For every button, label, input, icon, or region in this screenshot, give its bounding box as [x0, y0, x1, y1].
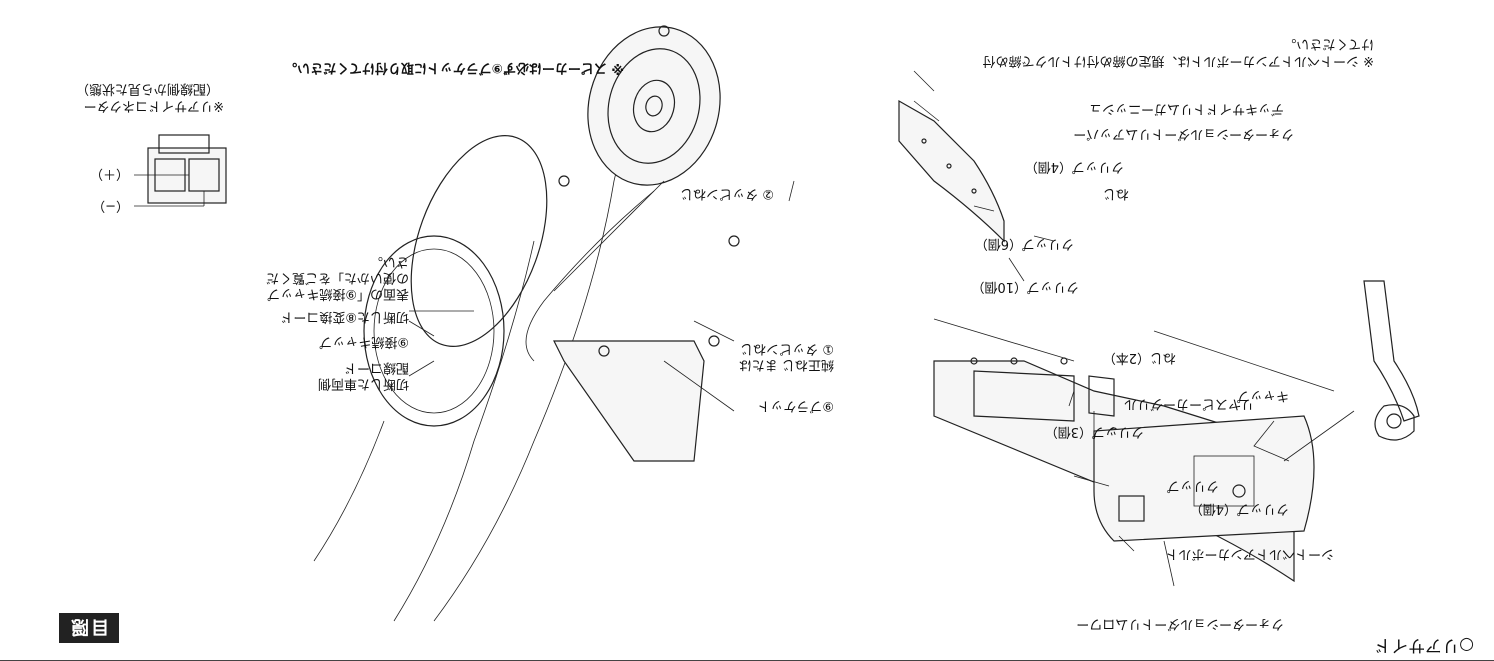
label-clip-4-upper: クリップ（4個）: [1024, 159, 1124, 174]
label-screw: ねじ: [1102, 186, 1129, 201]
label-rear-speaker-grille: リヤスピーカーグリル: [1123, 396, 1254, 411]
label-cut-conversion-cord: 切断した⑧変換コード: [280, 309, 409, 324]
label-clip-6: クリップ（6個）: [974, 236, 1074, 251]
connector-caption: （配線側から見た状態）: [75, 81, 219, 96]
label-screw-1: ① タッピンねじ: [740, 341, 834, 356]
label-clip-10: クリップ（10個）: [971, 279, 1079, 294]
label-screw-1-alt: 純正ねじ または: [738, 357, 834, 372]
label-screw-2-tapping: ② タッピンねじ: [680, 186, 774, 201]
instruction-line-2: の使いかた」をご覧くだ: [265, 270, 409, 285]
label-bracket: ⑨ブラケット: [757, 398, 834, 413]
label-seat-belt-bolt: シートベルトアンカーボルト: [1165, 546, 1334, 561]
label-clip-4-lower: クリップ（4個）: [1189, 501, 1289, 516]
label-quarter-trim-upper: クォーターショルダートリムアッパー: [1073, 126, 1294, 141]
connector-title: ※リアサイドコネクター: [83, 98, 224, 113]
connector-minus: （−）: [92, 198, 129, 213]
label-cut-vehicle-harness-b: 配線コード: [343, 360, 409, 375]
label-quarter-trim-lower: クォーターショルダートリムロワー: [1076, 616, 1284, 631]
speaker-note: ※ スピーカーは必ず⑨ブラケットに取り付けてください。: [284, 60, 624, 75]
label-cut-vehicle-harness-a: 切断した車両側: [317, 376, 409, 391]
label-clip: クリップ: [1166, 478, 1219, 493]
seat-belt-note: ※ シートベルトアンカーボルトは、規定の締め付けトルクで締め付けてください。: [982, 36, 1374, 68]
label-deck-trim: デッキサイドトリムガーニッシュ: [1088, 101, 1284, 116]
label-clip-3: クリップ（3個）: [1044, 424, 1144, 439]
instruction-line-3: さい。: [369, 254, 409, 269]
page-badge: 目隠: [59, 613, 119, 643]
instruction-line-1: 表面の「⑨接続キャップ: [267, 286, 409, 301]
connector-plus: （＋）: [89, 166, 129, 181]
label-screw-2: ねじ（2本）: [1102, 350, 1176, 365]
label-connector-9: ⑨接続キャップ: [319, 334, 409, 349]
section-heading: ○リアサイド: [1374, 635, 1474, 655]
